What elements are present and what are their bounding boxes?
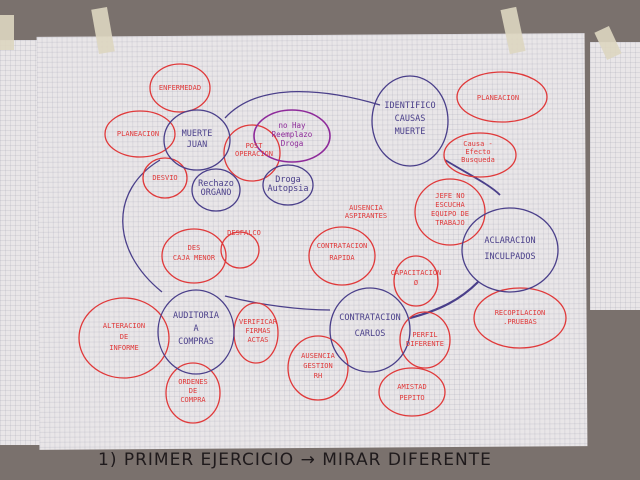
node-label-line: POST <box>246 142 264 150</box>
node-desfalco: DESFALCO <box>227 229 261 237</box>
node-label-line: EQUIPO DE <box>431 210 469 218</box>
node-label-line: ALTERACION <box>103 322 145 330</box>
node-label-line: DES <box>188 244 201 252</box>
node-label-line: PEPITO <box>399 394 424 402</box>
node-label-line: ESCUCHA <box>435 201 465 209</box>
node-des-caja-menor: DES CAJA MENOR <box>173 244 216 262</box>
node-label-line: DE <box>120 333 128 341</box>
node-label-line: OPERACION <box>235 150 273 158</box>
node-label-line: Busqueda <box>461 156 495 164</box>
node-label-line: JEFE NO <box>435 192 465 200</box>
node-label-line: .PRUEBAS <box>503 318 537 326</box>
node-capacitacion: CAPACITACION Ø <box>391 269 442 287</box>
tape <box>0 15 14 50</box>
node-enfermedad: ENFERMEDAD <box>159 84 201 92</box>
footer-caption: 1) PRIMER EJERCICIO → MIRAR DIFERENTE <box>98 450 492 470</box>
node-ausencia-gestion-rh: AUSENCIA GESTION RH <box>301 352 336 380</box>
node-label-line: ORDENES <box>178 378 208 386</box>
node-label-line: CONTRATACION <box>317 242 368 250</box>
node-planeacion-left: PLANEACION <box>117 130 159 138</box>
arrow-carlos-to-aclaracion <box>409 281 479 320</box>
node-label-line: AUSENCIA <box>301 352 336 360</box>
node-label-line: RECOPILACION <box>495 309 546 317</box>
node-label-line: CONTRATACION <box>339 313 400 323</box>
node-label-line: CAJA MENOR <box>173 254 216 262</box>
node-label-line: Droga <box>275 175 301 185</box>
node-label-line: RAPIDA <box>329 254 355 262</box>
arrow-carlos-to-auditoria <box>224 295 331 311</box>
node-amistad-pepito: AMISTAD PEPITO <box>397 383 427 402</box>
node-label-line: COMPRAS <box>178 337 214 347</box>
node-label-line: PLANEACION <box>117 130 159 138</box>
node-label-line: AUSENCIA <box>349 204 384 212</box>
node-contratacion-rapida: CONTRATACION RAPIDA <box>317 242 368 262</box>
node-label-line: DESFALCO <box>227 229 261 237</box>
node-label-line: MUERTE <box>395 127 426 137</box>
node-label-line: ASPIRANTES <box>345 212 387 220</box>
node-label-line: DE <box>189 387 197 395</box>
node-recopilacion-pruebas: RECOPILACION.PRUEBAS <box>495 309 546 326</box>
node-label-line: no Hay <box>278 121 306 130</box>
arrow-identifico-to-aclaracion <box>444 159 501 196</box>
node-label-line: DESVIO <box>152 174 177 182</box>
node-label-line: IDENTIFICO <box>384 101 435 111</box>
node-label-line: Rechazo <box>198 179 234 189</box>
left-paper-sheet <box>0 40 40 445</box>
node-planeacion-right: PLANEACION <box>477 94 519 102</box>
node-label-line: PERFIL <box>412 331 437 339</box>
node-identifico-causas: IDENTIFICO CAUSAS MUERTE <box>384 101 435 137</box>
node-desvio: DESVIO <box>152 174 177 182</box>
node-label-line: A <box>193 324 198 334</box>
node-label-line: Autopsia <box>268 184 309 194</box>
node-label-line: VERIFICAR <box>239 318 278 326</box>
node-label-line: JUAN <box>187 140 207 150</box>
right-paper-sheet <box>590 42 640 310</box>
arrow-juan-to-identifico <box>224 90 381 119</box>
node-label-line: PLANEACION <box>477 94 519 102</box>
node-label-line: INFORME <box>109 344 139 352</box>
node-label-line: Causa - <box>463 140 493 148</box>
node-label-line: AUDITORIA <box>173 311 219 321</box>
node-auditoria-compras: AUDITORIA A COMPRAS <box>173 311 219 347</box>
node-label-line: ACLARACION <box>484 236 535 246</box>
node-label-line: AMISTAD <box>397 383 427 391</box>
node-label-line: Reemplazo <box>272 130 313 139</box>
node-label-line: GESTION <box>303 362 333 370</box>
node-label-line: CAPACITACION <box>391 269 442 277</box>
node-label-line: MUERTE <box>182 129 213 139</box>
node-label-line: CARLOS <box>355 329 386 339</box>
node-label-line: Ø <box>414 279 419 287</box>
node-contratacion-carlos: CONTRATACION CARLOS <box>339 313 400 339</box>
node-label-line: Efecto <box>465 148 490 156</box>
node-label-line: INCULPADOS <box>484 252 535 262</box>
node-label-line: CAUSAS <box>395 114 426 124</box>
node-label-line: ACTAS <box>247 336 268 344</box>
node-alteracion-informe: ALTERACION DE INFORME <box>103 322 145 352</box>
node-label-line: TRABAJO <box>435 219 465 227</box>
node-label-line: RH <box>314 372 322 380</box>
node-aclaracion-inculpados: ACLARACION INCULPADOS <box>484 236 535 262</box>
node-label-line: FIRMAS <box>245 327 270 335</box>
node-label-line: Droga <box>281 139 304 148</box>
node-label-line: ORGANO <box>201 188 232 198</box>
node-label-line: DIFERENTE <box>406 340 444 348</box>
node-label-line: COMPRA <box>180 396 206 404</box>
node-label-line: ENFERMEDAD <box>159 84 201 92</box>
